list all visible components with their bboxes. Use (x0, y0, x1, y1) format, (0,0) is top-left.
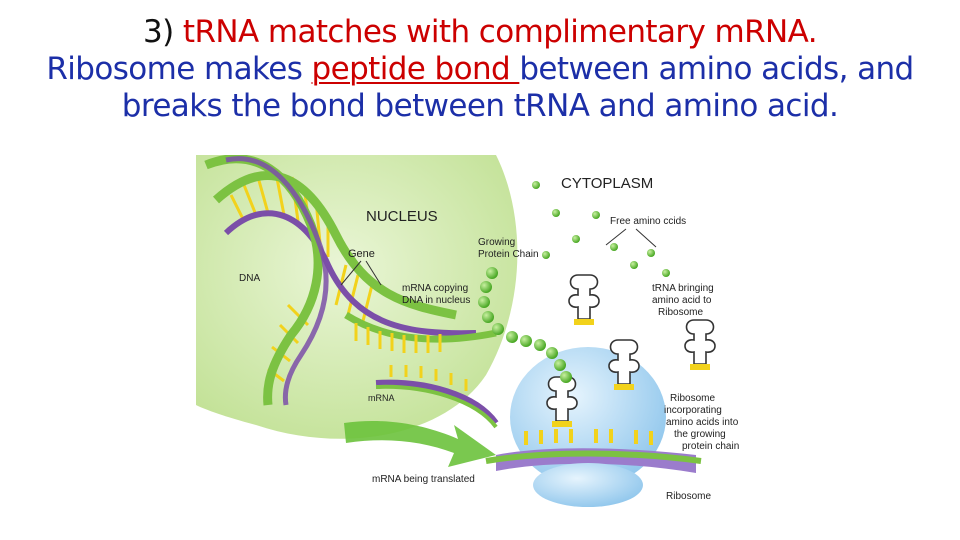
dna-helix (204, 155, 497, 406)
dna-label: DNA (239, 273, 260, 284)
amino-acid-chain (478, 181, 670, 383)
ribosome-incorporating-label-4: the growing (674, 429, 726, 440)
title-line-1: 3) tRNA matches with complimentary mRNA. (0, 14, 960, 51)
slide-title: 3) tRNA matches with complimentary mRNA.… (0, 14, 960, 125)
protein-synthesis-diagram: CYTOPLASM NUCLEUS Free amino ccids Growi… (196, 155, 739, 507)
gene-label: Gene (348, 248, 375, 260)
leader-lines (340, 228, 657, 286)
ribosome-incorporating-label-2: incorporating (664, 405, 722, 416)
nucleus-label: NUCLEUS (366, 208, 438, 225)
ribosome-label: Ribosome (666, 491, 711, 502)
peptide-bond-term: peptide bond (311, 51, 520, 87)
trna-bringing-label-1: tRNA bringing (652, 283, 714, 294)
growing-chain-label-1: Growing (478, 237, 515, 248)
title-line-3: breaks the bond between tRNA and amino a… (121, 88, 839, 124)
trna-bringing-label-2: amino acid to (652, 295, 712, 306)
line-2-pre: Ribosome makes (46, 51, 312, 87)
line-2-post: between amino acids, and (519, 51, 914, 87)
mrna-copying-label-2: DNA in nucleus (402, 295, 470, 306)
trna-icon (546, 274, 716, 427)
ribosome-incorporating-label-5: protein chain (682, 441, 739, 452)
step-heading: tRNA matches with complimentary mRNA. (182, 14, 818, 50)
mrna-translated-label: mRNA being translated (372, 474, 475, 485)
growing-chain-label-2: Protein Chain (478, 249, 539, 260)
cytoplasm-label: CYTOPLASM (561, 175, 653, 192)
ribosome-incorporating-label-3: amino acids into (666, 417, 739, 428)
ribosome-incorporating-label-1: Ribosome (670, 393, 715, 404)
mrna-strand (375, 379, 499, 425)
translation-arrow (344, 420, 496, 467)
title-line-2: Ribosome makes peptide bond between amin… (0, 51, 960, 88)
mrna-label: mRNA (368, 393, 395, 403)
step-number: 3) (143, 14, 174, 50)
mrna-copying-label-1: mRNA copying (402, 283, 468, 294)
free-amino-label: Free amino ccids (610, 216, 686, 227)
trna-bringing-label-3: Ribosome (658, 307, 703, 318)
